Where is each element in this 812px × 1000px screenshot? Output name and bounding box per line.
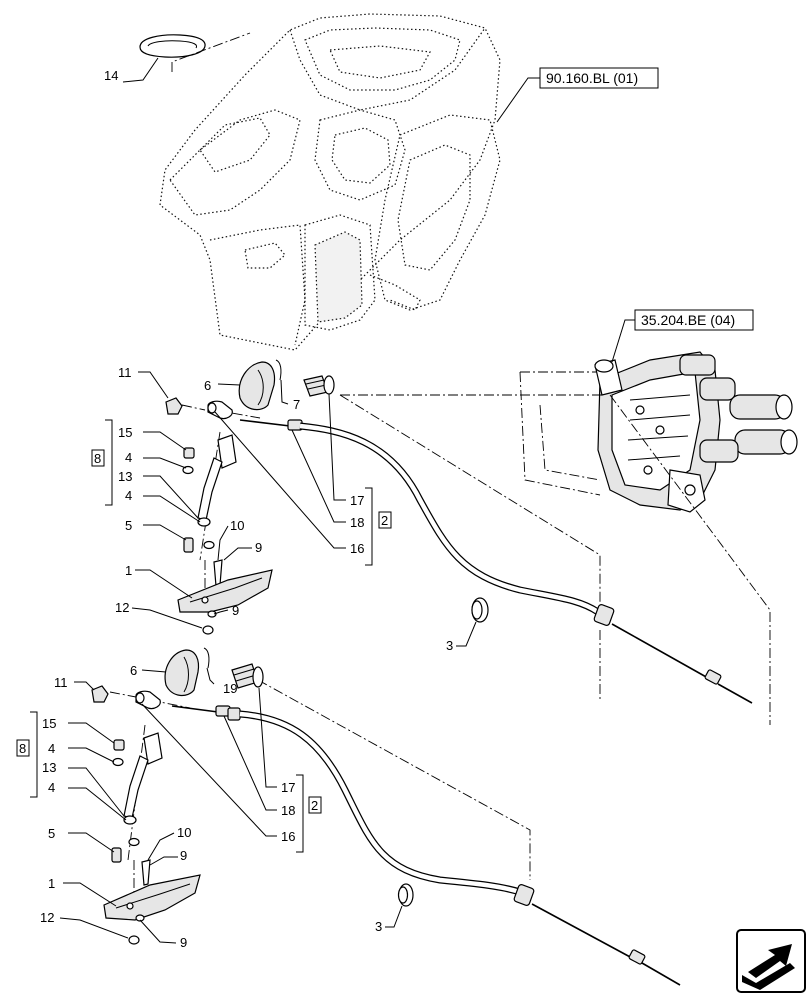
callout-3-lower: 3 (375, 919, 382, 934)
callout-3-upper: 3 (446, 638, 453, 653)
group-2-upper[interactable]: 2 (378, 511, 392, 529)
cab-console (159, 13, 501, 351)
callout-7-upper: 7 (293, 397, 300, 412)
callout-5-upper: 5 (125, 518, 132, 533)
callout-6-lower: 6 (130, 663, 137, 678)
callout-9a-upper: 9 (255, 540, 262, 555)
cab-reference[interactable]: 90.160.BL (01) (539, 67, 659, 89)
callout-14: 14 (104, 68, 118, 83)
callout-13-upper: 13 (118, 469, 132, 484)
callout-4a-lower: 4 (48, 741, 55, 756)
lever-13-upper (197, 457, 223, 521)
cab-reference-label: 90.160.BL (01) (546, 70, 638, 86)
callout-18-upper: 18 (350, 515, 364, 530)
callout-17-lower: 17 (281, 780, 295, 795)
arrow-next-icon[interactable] (736, 929, 806, 993)
pin-19-lower (203, 647, 210, 669)
lever-13-lower (123, 755, 149, 819)
knob-6-upper (238, 361, 276, 411)
callout-9b-upper: 9 (232, 603, 239, 618)
callout-10-lower: 10 (177, 825, 191, 840)
upper-assembly (105, 359, 771, 725)
callout-4a-upper: 4 (125, 450, 132, 465)
callout-15-upper: 15 (118, 425, 132, 440)
callout-18-lower: 18 (281, 803, 295, 818)
part-14-cap (139, 32, 251, 72)
callout-11-lower: 11 (54, 675, 68, 690)
callout-16-lower: 16 (281, 829, 295, 844)
leader-cab-ref (496, 77, 540, 123)
leader-14 (122, 57, 159, 83)
callout-15-lower: 15 (42, 716, 56, 731)
group-2-upper-label: 2 (381, 513, 388, 528)
callout-4b-lower: 4 (48, 780, 55, 795)
valve-reference[interactable]: 35.204.BE (04) (634, 309, 754, 331)
group-2-lower-label: 2 (311, 798, 318, 813)
callout-17-upper: 17 (350, 493, 364, 508)
lower-assembly (30, 647, 681, 986)
group-8-lower[interactable]: 8 (16, 739, 30, 757)
bracket-1-lower (103, 874, 201, 921)
callout-11-upper: 11 (118, 365, 132, 380)
callout-4b-upper: 4 (125, 488, 132, 503)
pin-7-upper (275, 359, 282, 381)
callout-16-upper: 16 (350, 541, 364, 556)
part-11-upper (165, 397, 183, 415)
callout-12-upper: 12 (115, 600, 129, 615)
callout-6-upper: 6 (204, 378, 211, 393)
group-2-lower[interactable]: 2 (308, 796, 322, 814)
callout-9b-lower: 9 (180, 935, 187, 950)
callout-13-lower: 13 (42, 760, 56, 775)
knob-6-lower (164, 649, 200, 696)
part-11-lower (91, 685, 109, 703)
group-8-upper[interactable]: 8 (91, 449, 105, 467)
callout-19-lower: 19 (223, 681, 237, 696)
callout-9a-lower: 9 (180, 848, 187, 863)
callout-1-upper: 1 (125, 563, 132, 578)
group-8-lower-label: 8 (19, 741, 26, 756)
callout-10-upper: 10 (230, 518, 244, 533)
group-8-upper-label: 8 (94, 451, 101, 466)
control-valve (519, 351, 798, 513)
callout-1-lower: 1 (48, 876, 55, 891)
leader-valve-ref (611, 319, 635, 363)
callout-5-lower: 5 (48, 826, 55, 841)
valve-reference-label: 35.204.BE (04) (641, 312, 735, 328)
callout-12-lower: 12 (40, 910, 54, 925)
